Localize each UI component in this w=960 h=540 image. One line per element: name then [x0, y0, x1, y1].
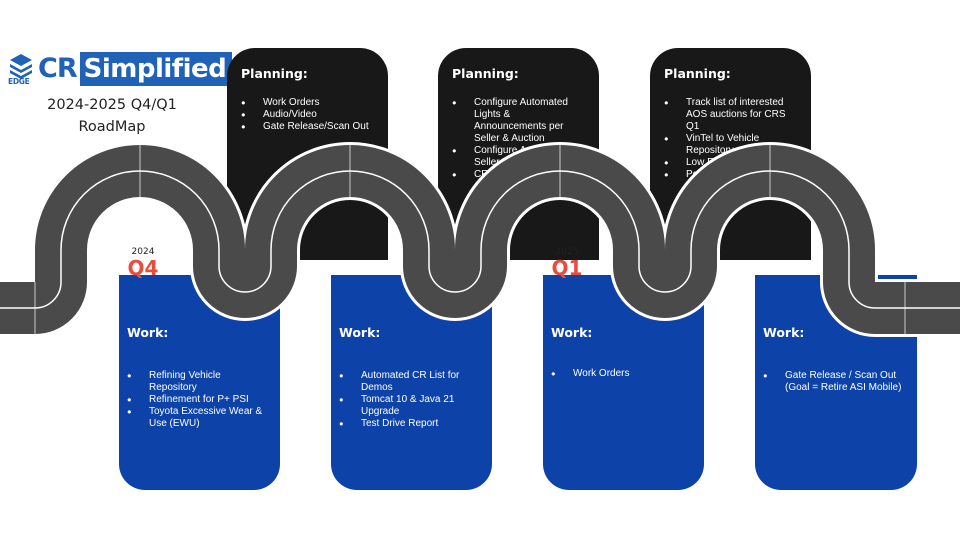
list-item: Track list of interested AOS auctions fo…	[664, 97, 795, 133]
list-item: Tomcat 10 & Java 21 Upgrade	[339, 394, 482, 418]
planning-list: Work Orders Audio/Video Gate Release/Sca…	[241, 97, 372, 133]
quarter-marker-q1: 2025 Q1	[545, 247, 589, 279]
quarter-label: Q4	[127, 256, 159, 280]
quarter-marker-q4: 2024 Q4	[121, 247, 165, 279]
work-title: Work:	[127, 325, 169, 340]
work-title: Work:	[551, 325, 593, 340]
list-item: Configure Automated Lights & Announcemen…	[452, 97, 583, 145]
planning-title: Planning:	[241, 66, 308, 81]
quarter-label: Q1	[551, 256, 583, 280]
work-list: Automated CR List for Demos Tomcat 10 & …	[339, 370, 482, 430]
list-item: Audio/Video	[241, 109, 372, 121]
logo-simplified-text: Simplified	[79, 52, 233, 86]
planning-title: Planning:	[664, 66, 731, 81]
list-item: Work Orders	[551, 368, 694, 380]
logo-cr-text: CR	[38, 53, 78, 84]
work-list: Refining Vehicle Repository Refinement f…	[127, 370, 270, 430]
list-item: Gate Release/Scan Out	[241, 121, 372, 133]
subtitle-dates: 2024-2025 Q4/Q1	[47, 97, 177, 113]
list-item: Toyota Excessive Wear & Use (EWU)	[127, 406, 270, 430]
subtitle-roadmap: RoadMap	[78, 119, 146, 135]
work-title: Work:	[763, 325, 805, 340]
planning-title: Planning:	[452, 66, 519, 81]
work-title: Work:	[339, 325, 381, 340]
list-item: Work Orders	[241, 97, 372, 109]
edge-stack-icon: EDGE	[8, 52, 34, 86]
list-item: Gate Release / Scan Out (Goal = Retire A…	[763, 370, 907, 394]
list-item: VinTel to Vehicle Repository	[664, 133, 795, 157]
list-item: Refinement for P+ PSI	[127, 394, 270, 406]
list-item: Test Drive Report	[339, 418, 482, 430]
crsimplified-logo: EDGE CR Simplified	[8, 52, 233, 86]
work-list: Gate Release / Scan Out (Goal = Retire A…	[763, 370, 907, 394]
edge-text: EDGE	[8, 77, 30, 86]
list-item: Automated CR List for Demos	[339, 370, 482, 394]
work-list: Work Orders	[551, 368, 694, 380]
quarter-year: 2024	[131, 247, 155, 257]
list-item: Refining Vehicle Repository	[127, 370, 270, 394]
quarter-year: 2025	[555, 247, 579, 257]
